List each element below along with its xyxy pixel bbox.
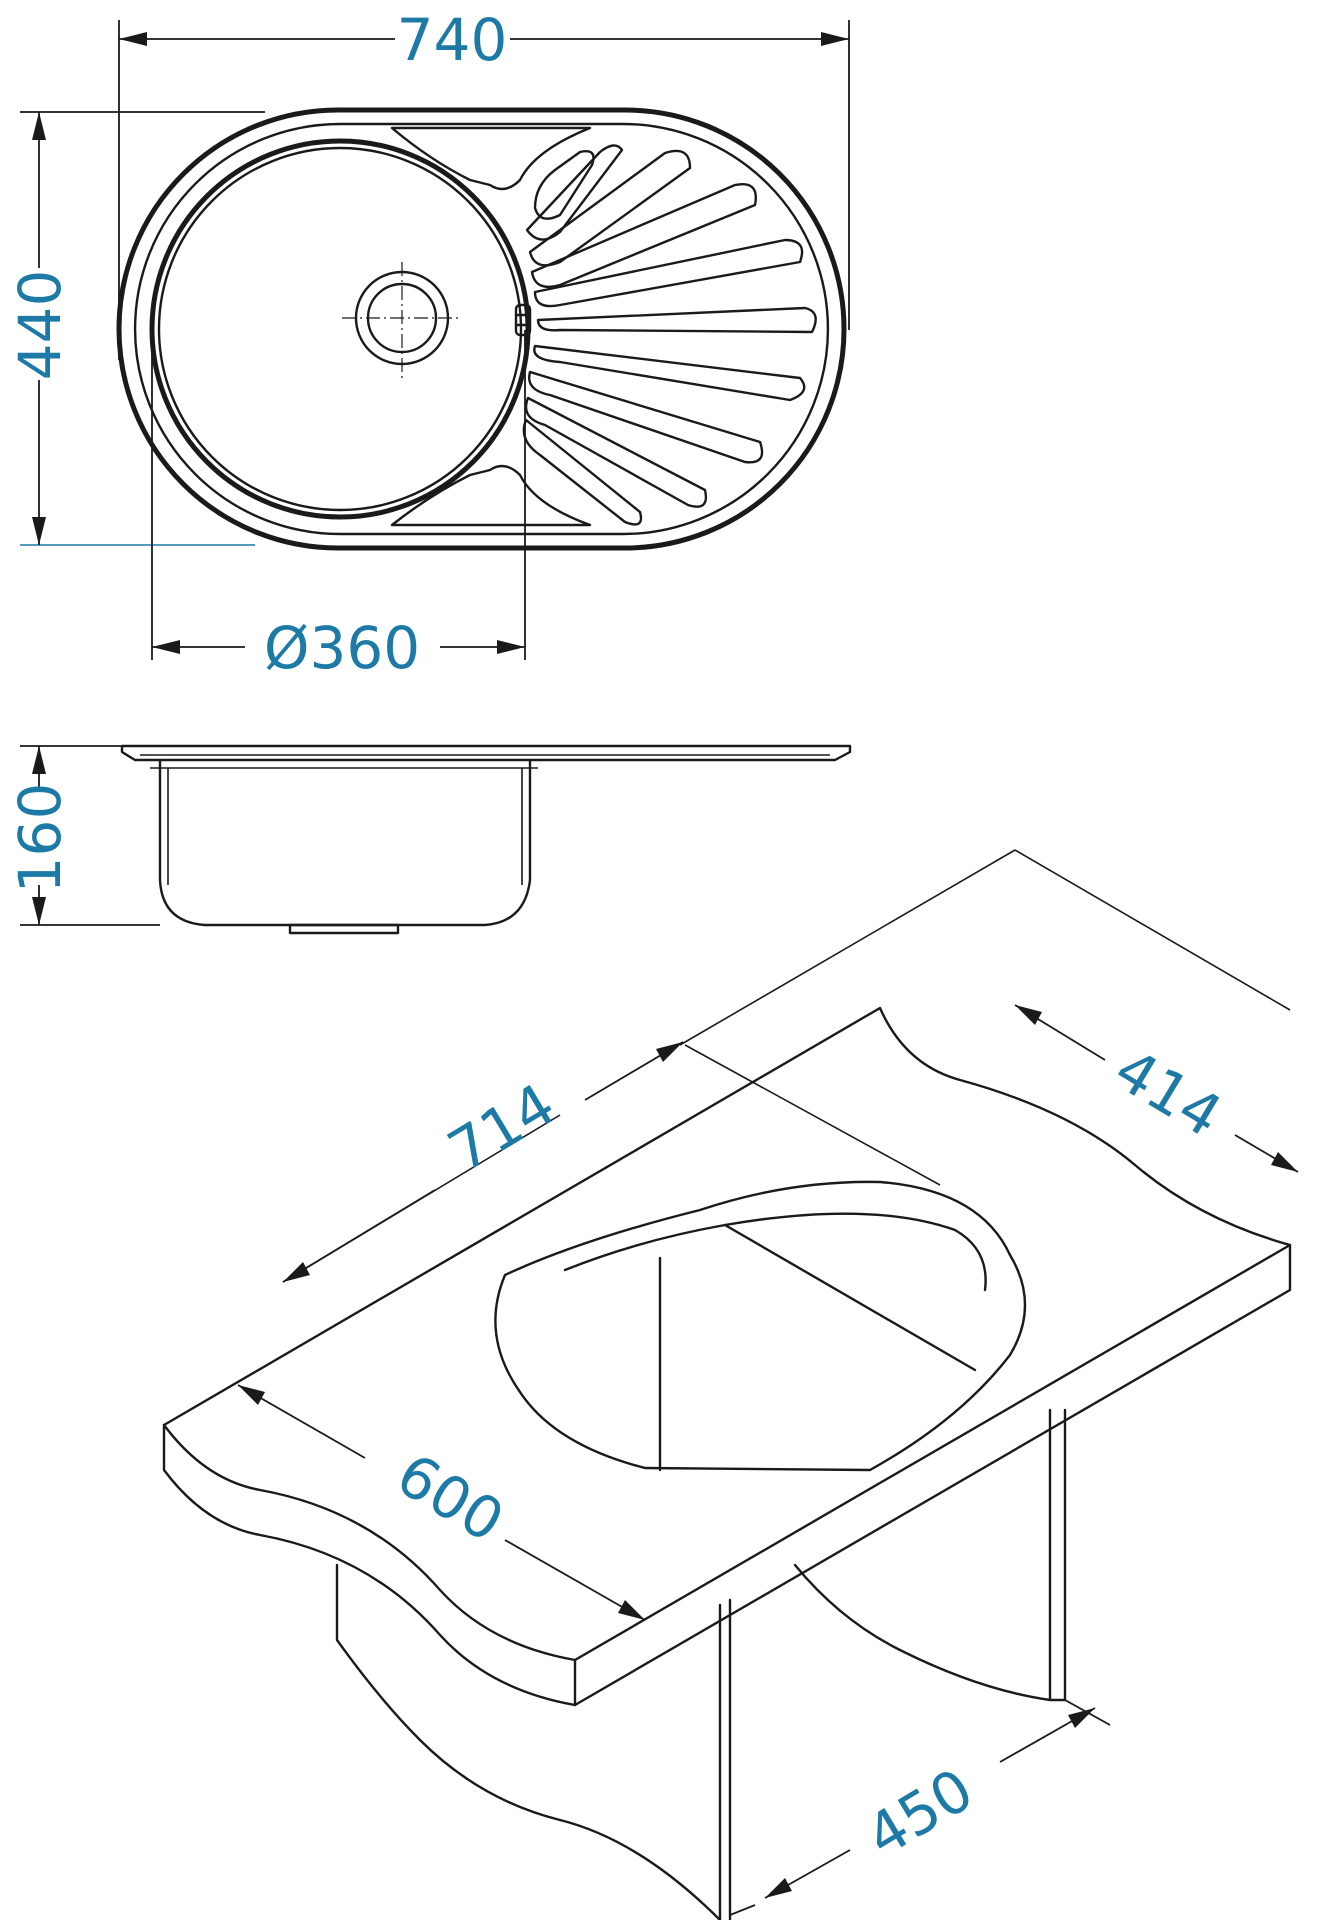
dimension-160: 160 bbox=[6, 745, 160, 926]
dimension-450-label: 450 bbox=[855, 1755, 985, 1870]
sink-outer-rim bbox=[116, 107, 847, 551]
dimension-160-label: 160 bbox=[6, 783, 74, 894]
drainer-rib bbox=[533, 238, 804, 308]
installation-view bbox=[162, 849, 1292, 1920]
overflow-icon bbox=[514, 303, 532, 337]
dimension-414: 414 bbox=[1014, 1004, 1299, 1173]
sink-inner-rim bbox=[133, 122, 830, 536]
drainer-boundary bbox=[390, 126, 592, 191]
top-view bbox=[116, 107, 847, 551]
cabinet-back-line bbox=[793, 1563, 1052, 1702]
drainer-rib bbox=[525, 144, 624, 241]
drainer-rib bbox=[528, 149, 692, 267]
sink-side-drain bbox=[288, 923, 400, 935]
drainer-boundary-bottom bbox=[390, 464, 592, 527]
drainer-ribs bbox=[522, 144, 817, 526]
dimension-714-label: 714 bbox=[437, 1070, 567, 1185]
countertop-top bbox=[162, 1006, 1292, 1662]
dimension-600: 600 bbox=[237, 1384, 646, 1621]
side-view bbox=[120, 744, 852, 935]
drainer-rib bbox=[528, 370, 764, 464]
drainer-rib bbox=[533, 150, 595, 220]
bowl-outer-circle bbox=[149, 138, 531, 520]
drainer-rib bbox=[530, 183, 757, 289]
dimension-440-label: 440 bbox=[6, 270, 74, 381]
dimension-714: 714 bbox=[282, 1041, 684, 1283]
sink-cutout-inner bbox=[563, 1212, 987, 1292]
drain-icon bbox=[342, 262, 462, 380]
countertop-front-edge bbox=[162, 1423, 577, 1707]
drainer-rib bbox=[522, 418, 643, 526]
dimension-414-label: 414 bbox=[1103, 1035, 1233, 1150]
dimension-diameter-360: Ø360 bbox=[151, 310, 526, 682]
countertop-side-edge bbox=[573, 1243, 1292, 1707]
cabinet-right-wall bbox=[1048, 1408, 1067, 1702]
sink-side-bowl bbox=[158, 758, 532, 927]
drainer-rib bbox=[536, 306, 817, 334]
bowl-inner-circle bbox=[157, 146, 523, 512]
sink-side-flange bbox=[120, 744, 852, 762]
sink-cutout bbox=[494, 1180, 1027, 1472]
dimension-440: 440 bbox=[6, 111, 265, 546]
dimension-600-label: 600 bbox=[385, 1440, 515, 1555]
dimension-450: 450 bbox=[729, 1699, 1111, 1916]
drainer-rib bbox=[533, 344, 806, 402]
drainer-rib bbox=[524, 396, 708, 508]
dimension-diameter-360-label: Ø360 bbox=[264, 614, 420, 682]
cabinet-left-wall bbox=[335, 1563, 722, 1920]
dimension-740: 740 bbox=[118, 6, 850, 360]
dimension-740-label: 740 bbox=[397, 6, 508, 74]
